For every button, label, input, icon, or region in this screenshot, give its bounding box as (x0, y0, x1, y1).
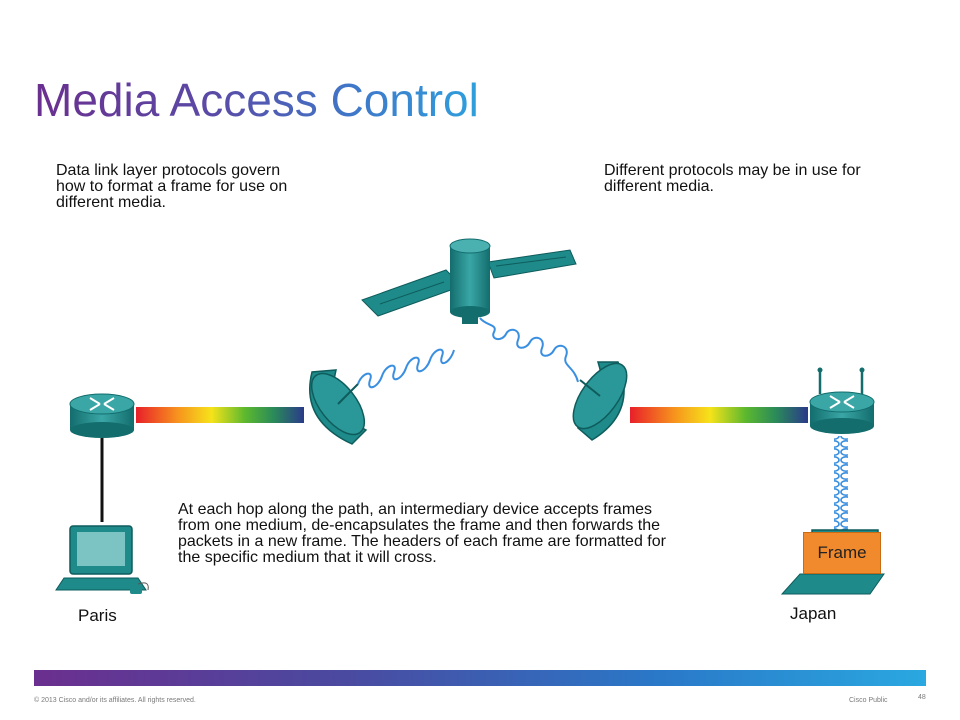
satellite-icon (361, 238, 577, 324)
footer-gradient-bar (34, 670, 926, 686)
medium-segment-left (136, 407, 304, 423)
page-number: 48 (918, 694, 926, 701)
wireless-signal (834, 436, 848, 530)
satellite-dish-icon (309, 369, 368, 445)
slide-title: Media Access Control (34, 74, 479, 126)
paris-label: Paris (78, 606, 117, 625)
text-different-protocols: Different protocols may be in use for di… (604, 162, 861, 195)
text-each-hop: At each hop along the path, an intermedi… (178, 501, 666, 566)
classification-text: Cisco Public (849, 697, 888, 704)
computer-icon (55, 525, 149, 594)
medium-segment-right (630, 407, 808, 423)
japan-label: Japan (790, 604, 837, 623)
copyright-text: © 2013 Cisco and/or its affiliates. All … (34, 697, 196, 704)
wireless-signal (357, 317, 579, 389)
text-data-link-protocols: Data link layer protocols govern how to … (56, 162, 288, 211)
router-icon (69, 393, 135, 438)
frame-label-box: Frame (803, 532, 881, 574)
wireless-router-icon (809, 367, 875, 434)
satellite-dish-icon (572, 361, 628, 441)
